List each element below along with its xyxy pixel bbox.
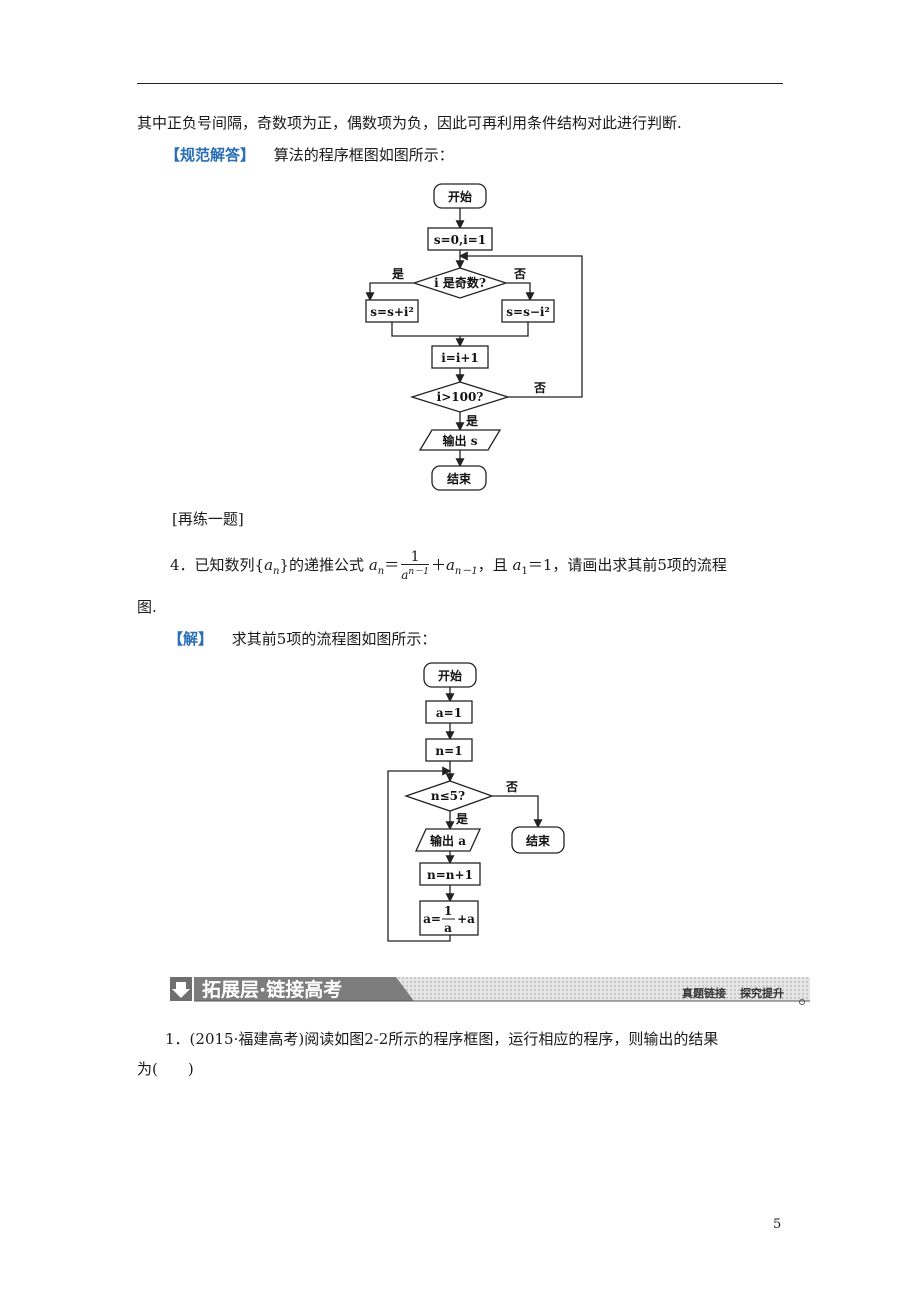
flowchart-2: 开始 a=1 n=1 n≤5? 否 是 结束 输出 a n=n+1 a= 1 a… — [387, 662, 565, 942]
fc1-init-label: s=0,i=1 — [434, 233, 486, 247]
fc2-cond-label: n≤5? — [431, 789, 465, 803]
fc2-update-suffix: +a — [457, 912, 475, 926]
fc2-update-prefix: a= — [423, 912, 441, 926]
fc1-cond-diamond — [411, 267, 509, 299]
fc2-start-label: 开始 — [438, 668, 462, 683]
banner-title: 拓展层·链接高考 — [202, 978, 342, 1001]
flowchart-1: 开始 s=0,i=1 i 是奇数? 是 否 s=s+i² s=s−i² i=i+… — [365, 183, 583, 491]
fc2-update-num: 1 — [444, 904, 452, 918]
banner-right-2: 探究提升 — [740, 986, 784, 1000]
fc1-output-para — [418, 429, 502, 451]
header-rule — [137, 83, 783, 84]
fc2-init-n-label: n=1 — [435, 744, 462, 758]
fc2-update-den: a — [444, 921, 452, 935]
fc2-yes-label: 是 — [455, 812, 469, 826]
tag-standard-answer: 【规范解答】 — [165, 146, 256, 164]
answer-intro: 【规范解答】 算法的程序框图如图所示： — [165, 146, 454, 164]
fc1-yes2-label: 是 — [465, 414, 479, 428]
tag-solution: 【解】 — [168, 630, 214, 648]
fc1-output-label: 输出 s — [443, 433, 478, 448]
fc1-cond2-label: i>100? — [437, 390, 484, 404]
question-1-line1: 1．(2015·福建高考)阅读如图2-2所示的程序框图，运行相应的程序，则输出的… — [165, 1030, 719, 1048]
fc2-end-box — [511, 826, 565, 854]
paragraph-line: 其中正负号间隔，奇数项为正，偶数项为负，因此可再利用条件结构对此进行判断. — [137, 114, 682, 132]
practice-heading: [再练一题] — [172, 510, 244, 528]
section-banner: 拓展层·链接高考 真题链接 探究提升 — [170, 977, 810, 1005]
fc2-end-label: 结束 — [526, 833, 551, 848]
fc1-no-label: 否 — [513, 267, 526, 281]
down-arrow-icon — [172, 982, 190, 998]
fc2-output-para — [414, 828, 482, 852]
fc1-end-box — [431, 465, 487, 491]
banner-right-1: 真题链接 — [682, 986, 726, 1000]
question-1-line2: 为( ) — [137, 1060, 194, 1078]
fc2-output-label: 输出 a — [430, 833, 466, 848]
fc1-incr-label: i=i+1 — [441, 351, 479, 365]
fc1-yes-label: 是 — [391, 267, 405, 281]
fc1-cond-label: i 是奇数? — [434, 275, 486, 290]
fc2-init-a-box — [425, 700, 473, 724]
fc1-end-label: 结束 — [447, 471, 472, 486]
fc1-start-label: 开始 — [448, 189, 472, 204]
fc1-left-label: s=s+i² — [370, 305, 413, 319]
page-number: 5 — [773, 1217, 782, 1232]
problem-4-line2: 图. — [137, 598, 157, 616]
fc2-incr-label: n=n+1 — [427, 868, 473, 882]
solution-intro: 【解】 求其前5项的流程图如图所示： — [168, 630, 437, 648]
fc2-no-label: 否 — [505, 780, 518, 794]
fc2-init-n-box — [425, 738, 473, 762]
fc1-no2-label: 否 — [533, 381, 546, 395]
fc2-update-box — [419, 900, 479, 936]
fc1-right-label: s=s−i² — [506, 305, 549, 319]
fc2-init-a-label: a=1 — [436, 706, 462, 720]
